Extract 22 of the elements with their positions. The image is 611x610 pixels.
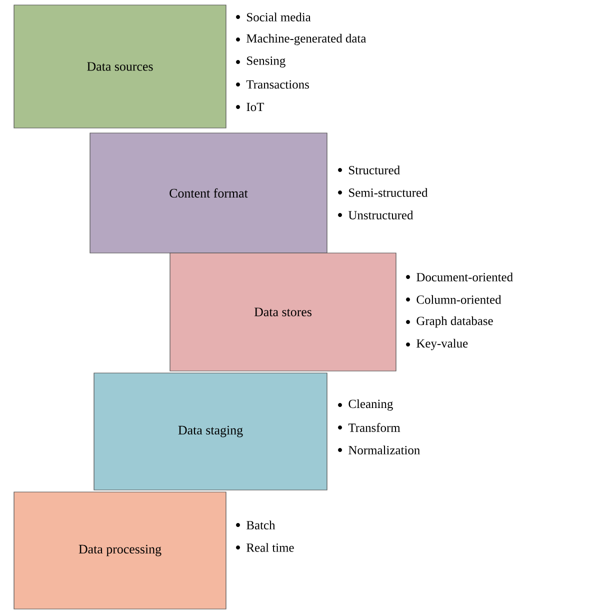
- bullet-item: Normalization: [338, 446, 420, 454]
- bullet-item: Sensing: [236, 56, 286, 68]
- stage-box: Data stores: [170, 252, 396, 372]
- bullet-item: Key-value: [406, 338, 468, 350]
- bullet-item: Structured: [338, 166, 400, 174]
- bullet-item: Transform: [338, 423, 400, 432]
- stage-box: Data processing: [14, 492, 226, 610]
- bullet-item: Unstructured: [338, 210, 414, 220]
- bullet-item: Real time: [236, 543, 294, 552]
- bullet-item: Social media: [236, 12, 311, 22]
- stage-box: Data staging: [94, 372, 328, 490]
- stage-box: Data sources: [14, 4, 226, 128]
- bullet-item: Machine-generated data: [236, 34, 366, 46]
- bullet-item: Batch: [236, 520, 276, 530]
- bullet-item: Semi-structured: [338, 188, 428, 197]
- bullet-item: Document-oriented: [406, 272, 513, 282]
- bullet-item: IoT: [236, 102, 264, 112]
- stage-box: Content format: [90, 132, 328, 254]
- bullet-item: Column-oriented: [406, 295, 502, 304]
- bullet-item: Transactions: [236, 80, 309, 89]
- bullet-item: Graph database: [406, 316, 493, 328]
- bullet-item: Cleaning: [338, 399, 393, 411]
